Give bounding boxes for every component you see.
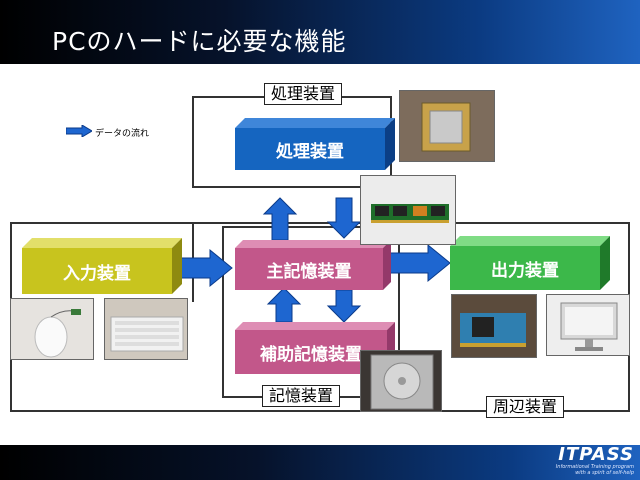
hdd-photo xyxy=(360,350,442,412)
arrow-cpu-to-memory-icon xyxy=(326,197,362,239)
itpass-logo: ITPASS Informational Training program wi… xyxy=(555,444,634,477)
mouse-photo xyxy=(10,298,94,360)
arrow-memory-to-output-icon xyxy=(389,243,451,283)
arrow-memory-to-aux-icon xyxy=(326,289,362,323)
slide-footer: ITPASS Informational Training program wi… xyxy=(0,445,640,480)
main-memory-box: 主記憶装置 xyxy=(235,240,391,290)
input-box: 入力装置 xyxy=(22,238,182,294)
legend-label: データの流れ xyxy=(95,129,150,139)
main-memory-label: 主記憶装置 xyxy=(266,261,352,282)
cpu-label: 処理装置 xyxy=(276,141,344,162)
ram-photo xyxy=(360,175,456,245)
processing-group-label: 処理装置 xyxy=(264,83,343,105)
cpu-photo xyxy=(399,90,495,162)
output-box: 出力装置 xyxy=(450,236,610,290)
input-label: 入力装置 xyxy=(63,263,131,284)
logo-brand: ITPASS xyxy=(558,444,634,465)
storage-group-label: 記憶装置 xyxy=(262,385,341,407)
aux-storage-label: 補助記憶装置 xyxy=(260,344,362,365)
logo-tagline-1: Informational Training program xyxy=(555,464,634,470)
peripheral-group-label: 周辺装置 xyxy=(486,396,565,418)
monitor-photo xyxy=(546,294,630,356)
slide-title: PCのハードに必要な機能 xyxy=(52,27,347,56)
arrow-memory-to-cpu-icon xyxy=(262,197,298,241)
cpu-box: 処理装置 xyxy=(235,118,395,170)
output-label: 出力装置 xyxy=(491,260,559,281)
keyboard-photo xyxy=(104,298,188,360)
arrow-aux-to-memory-icon xyxy=(266,287,302,323)
legend-arrow-icon xyxy=(66,125,92,137)
aux-storage-box: 補助記憶装置 xyxy=(235,322,395,374)
logo-tagline-2: with a spirit of self-help xyxy=(575,470,634,476)
arrow-input-to-memory-icon xyxy=(177,248,233,288)
graphics-card-photo xyxy=(451,294,537,358)
slide-header: PCのハードに必要な機能 xyxy=(0,0,640,64)
